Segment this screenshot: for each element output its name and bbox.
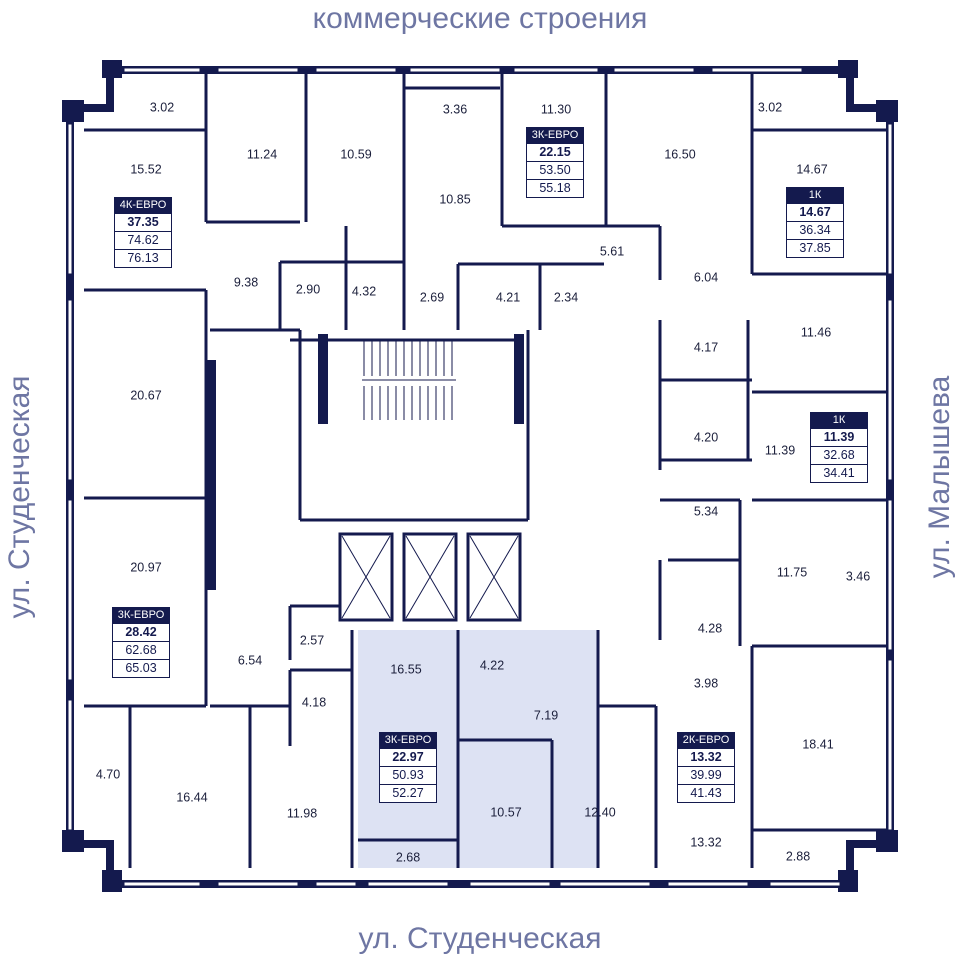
apartment-living-area: 37.35 xyxy=(115,213,171,231)
room-area: 13.32 xyxy=(690,835,721,849)
room-area: 7.19 xyxy=(534,708,558,722)
room-area: 5.34 xyxy=(694,504,718,518)
room-area: 4.18 xyxy=(302,695,326,709)
apartment-total-area: 53.50 xyxy=(527,161,583,179)
room-area: 20.67 xyxy=(130,388,161,402)
room-area: 3.36 xyxy=(443,102,467,116)
room-area: 5.61 xyxy=(600,244,624,258)
apartment-total-area: 39.99 xyxy=(678,766,734,784)
room-area: 10.85 xyxy=(439,192,470,206)
apartment-type: 4К-ЕВРО xyxy=(115,198,171,213)
apartment-living-area: 11.39 xyxy=(811,428,867,446)
room-area: 10.57 xyxy=(490,805,521,819)
room-area: 11.75 xyxy=(777,565,807,579)
apartment-card[interactable]: 3К-ЕВРО 22.97 50.93 52.27 xyxy=(379,732,437,803)
apartment-total-area-balcony: 55.18 xyxy=(527,179,583,197)
room-area: 16.44 xyxy=(176,790,207,804)
apartment-type: 1К xyxy=(811,413,867,428)
apartment-living-area: 22.15 xyxy=(527,143,583,161)
room-area: 11.30 xyxy=(541,102,571,116)
apartment-living-area: 28.42 xyxy=(113,623,169,641)
interior-walls xyxy=(84,74,888,868)
apartment-total-area: 50.93 xyxy=(380,766,436,784)
room-area: 3.02 xyxy=(758,100,782,114)
room-area: 6.04 xyxy=(694,270,718,284)
apartment-type: 3К-ЕВРО xyxy=(527,128,583,143)
apartment-total-area: 74.62 xyxy=(115,231,171,249)
apartment-living-area: 22.97 xyxy=(380,748,436,766)
room-area: 4.21 xyxy=(496,290,520,304)
room-area: 2.88 xyxy=(786,849,810,863)
apartment-living-area: 14.67 xyxy=(787,203,843,221)
apartment-total-area-balcony: 37.85 xyxy=(787,239,843,257)
room-area: 4.70 xyxy=(96,767,120,781)
windows xyxy=(67,67,893,887)
apartment-type: 2К-ЕВРО xyxy=(678,733,734,748)
room-area: 2.68 xyxy=(396,850,420,864)
room-area: 4.20 xyxy=(694,430,718,444)
highlighted-apartment[interactable] xyxy=(358,630,598,868)
room-area: 16.55 xyxy=(390,662,421,676)
apartment-total-area-balcony: 65.03 xyxy=(113,659,169,677)
room-area: 11.46 xyxy=(801,325,831,339)
room-area: 11.24 xyxy=(247,147,277,161)
apartment-total-area-balcony: 52.27 xyxy=(380,784,436,802)
apartment-type: 1К xyxy=(787,188,843,203)
room-area: 16.50 xyxy=(664,147,695,161)
apartment-card[interactable]: 2К-ЕВРО 13.32 39.99 41.43 xyxy=(677,732,735,803)
apartment-card[interactable]: 1К 11.39 32.68 34.41 xyxy=(810,412,868,483)
apartment-card[interactable]: 3К-ЕВРО 22.15 53.50 55.18 xyxy=(526,127,584,198)
room-area: 15.52 xyxy=(130,162,161,176)
room-area: 11.39 xyxy=(765,443,795,457)
core-walls xyxy=(206,334,524,590)
apartment-card[interactable]: 3К-ЕВРО 28.42 62.68 65.03 xyxy=(112,607,170,678)
stairs xyxy=(362,340,456,420)
room-area: 4.28 xyxy=(698,621,722,635)
apartment-total-area-balcony: 76.13 xyxy=(115,249,171,267)
elevator-cross-marks xyxy=(341,535,519,619)
room-area: 9.38 xyxy=(234,275,258,289)
room-area: 2.57 xyxy=(300,633,324,647)
room-area: 3.98 xyxy=(694,676,718,690)
room-area: 4.17 xyxy=(694,340,718,354)
apartment-total-area-balcony: 34.41 xyxy=(811,464,867,482)
room-area-labels: 3.02 11.24 10.59 3.36 11.30 16.50 3.02 1… xyxy=(96,100,870,864)
apartment-card[interactable]: 1К 14.67 36.34 37.85 xyxy=(786,187,844,258)
room-area: 2.34 xyxy=(554,290,578,304)
room-area: 6.54 xyxy=(238,653,262,667)
apartment-type: 3К-ЕВРО xyxy=(380,733,436,748)
apartment-total-area-balcony: 41.43 xyxy=(678,784,734,802)
room-area: 2.69 xyxy=(420,290,444,304)
apartment-type: 3К-ЕВРО xyxy=(113,608,169,623)
room-area: 11.98 xyxy=(287,806,317,820)
apartment-total-area: 36.34 xyxy=(787,221,843,239)
room-area: 18.41 xyxy=(802,737,833,751)
room-area: 3.46 xyxy=(846,569,870,583)
room-area: 14.67 xyxy=(796,162,827,176)
room-area: 2.90 xyxy=(296,282,320,296)
room-area: 4.22 xyxy=(480,658,504,672)
room-area: 3.02 xyxy=(150,100,174,114)
room-area: 10.59 xyxy=(340,147,371,161)
apartment-total-area: 62.68 xyxy=(113,641,169,659)
apartment-total-area: 32.68 xyxy=(811,446,867,464)
room-area: 20.97 xyxy=(130,560,161,574)
street-label-bottom: ул. Студенческая xyxy=(358,922,602,955)
street-label-top: коммерческие строения xyxy=(312,2,648,35)
room-area: 12.40 xyxy=(584,805,615,819)
apartment-card[interactable]: 4К-ЕВРО 37.35 74.62 76.13 xyxy=(114,197,172,268)
room-area: 4.32 xyxy=(352,284,376,298)
apartment-living-area: 13.32 xyxy=(678,748,734,766)
